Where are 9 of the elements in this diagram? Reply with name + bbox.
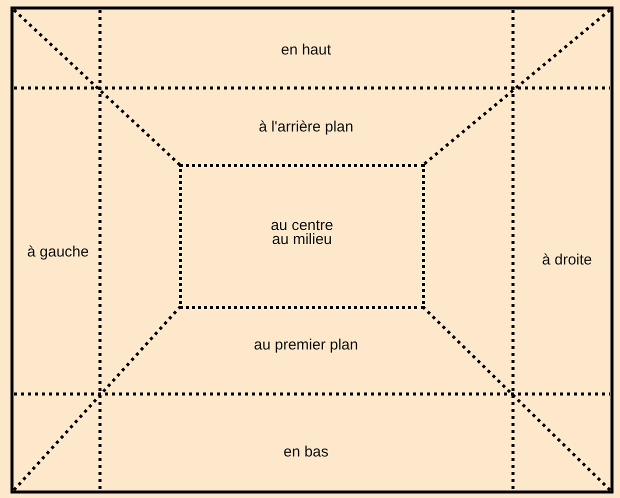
- middle-label: au milieu: [272, 230, 332, 250]
- top-region-label: en haut: [280, 42, 332, 58]
- bottom-region-label: en bas: [283, 444, 329, 460]
- foreground-region-label: au premier plan: [254, 336, 358, 354]
- right-region-label: à droite: [542, 252, 592, 268]
- background-region-label: à l'arrière plan: [258, 118, 354, 136]
- central-dotted-rectangle: [179, 164, 425, 309]
- centre-label: au centre: [270, 216, 334, 234]
- left-region-label: à gauche: [27, 244, 89, 260]
